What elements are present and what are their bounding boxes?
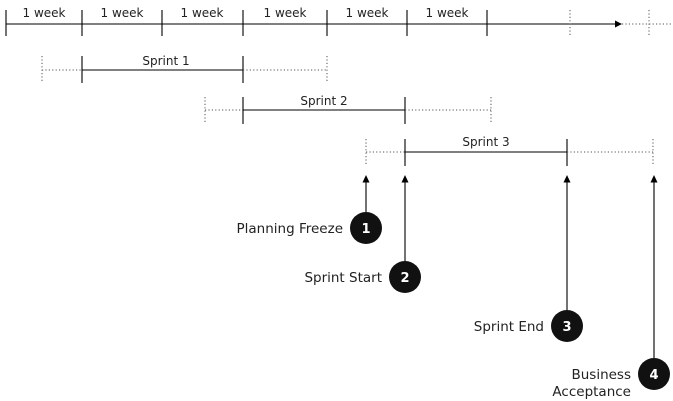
milestone-number: 3 bbox=[562, 320, 571, 335]
milestone-label-line-2: Acceptance bbox=[552, 384, 631, 400]
arrow-up-icon bbox=[362, 175, 370, 183]
milestone-planning-freeze: 1 Planning Freeze bbox=[237, 175, 382, 244]
week-label: 1 week bbox=[101, 6, 144, 20]
milestone-label: Sprint Start bbox=[304, 270, 382, 286]
arrow-up-icon bbox=[650, 175, 658, 183]
sprint-1-bar: Sprint 1 bbox=[41, 54, 328, 83]
sprint-label: Sprint 1 bbox=[142, 54, 189, 68]
milestone-badge bbox=[350, 212, 382, 244]
sprint-label: Sprint 2 bbox=[300, 94, 347, 108]
week-label: 1 week bbox=[264, 6, 307, 20]
milestone-badge bbox=[638, 358, 670, 390]
milestone-sprint-end: 3 Sprint End bbox=[474, 175, 583, 342]
milestone-badge bbox=[551, 310, 583, 342]
milestone-sprint-start: 2 Sprint Start bbox=[304, 175, 421, 293]
sprint-3-bar: Sprint 3 bbox=[365, 135, 654, 166]
week-timeline: 1 week 1 week 1 week 1 week 1 week 1 wee… bbox=[5, 6, 672, 36]
milestone-number: 2 bbox=[400, 271, 409, 286]
milestone-number: 1 bbox=[361, 222, 370, 237]
sprint-label: Sprint 3 bbox=[462, 135, 509, 149]
arrow-up-icon bbox=[401, 175, 409, 183]
week-label: 1 week bbox=[181, 6, 224, 20]
milestone-badge bbox=[389, 261, 421, 293]
week-label: 1 week bbox=[426, 6, 469, 20]
milestone-label: Planning Freeze bbox=[237, 221, 343, 237]
milestone-business-acceptance: 4 Business Acceptance bbox=[552, 175, 670, 400]
milestone-number: 4 bbox=[649, 368, 658, 383]
timeline-arrowhead bbox=[615, 20, 622, 28]
week-label: 1 week bbox=[346, 6, 389, 20]
milestone-label: Sprint End bbox=[474, 319, 544, 335]
week-label: 1 week bbox=[23, 6, 66, 20]
sprint-2-bar: Sprint 2 bbox=[204, 94, 492, 124]
milestone-label-line-1: Business bbox=[571, 367, 631, 383]
arrow-up-icon bbox=[563, 175, 571, 183]
